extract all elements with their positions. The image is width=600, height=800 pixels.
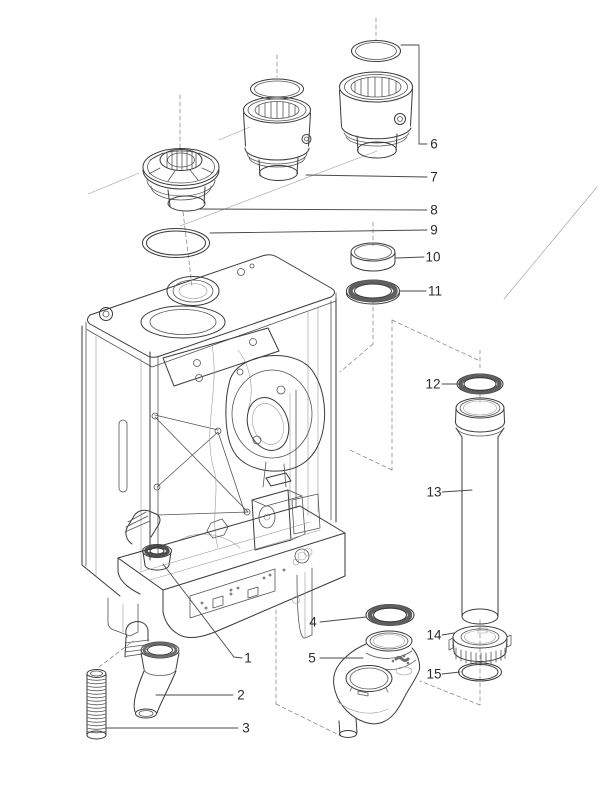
boiler-unit	[81, 254, 346, 639]
wiring-harness	[209, 344, 219, 549]
callout-number-13: 13	[426, 485, 441, 500]
hose-ribs	[86, 678, 107, 734]
siphon-cup	[345, 665, 393, 692]
clamp-screw	[394, 113, 406, 125]
adapter-grille	[258, 101, 296, 119]
callout-leader-6	[400, 44, 428, 145]
flue-opening	[166, 276, 220, 306]
sight-glass-slot	[118, 419, 128, 493]
part-2-drain-funnel	[124, 621, 180, 719]
callout-leader-13	[441, 489, 473, 493]
top-screw-boss	[99, 307, 113, 321]
tray-right-flap	[296, 567, 313, 639]
condensate-elbow	[124, 509, 161, 545]
callout-number-15: 15	[426, 667, 441, 682]
part-13-extension-pipe	[455, 397, 505, 625]
hex-fitting	[265, 472, 292, 487]
callout-number-5: 5	[308, 651, 316, 666]
adapter-grille	[166, 149, 197, 171]
brand-mark	[394, 656, 410, 662]
part-6-flue-adapter	[339, 40, 413, 159]
part-10-collar-ring	[350, 242, 396, 272]
valve-attachment	[291, 493, 321, 535]
adapter-grille	[354, 76, 397, 98]
callout-leader-4	[319, 616, 367, 623]
callout-number-1: 1	[244, 651, 252, 666]
part-12-seal-ring	[456, 373, 504, 395]
part-11-gasket	[346, 279, 400, 305]
callout-number-14: 14	[426, 628, 442, 643]
callout-number-7: 7	[430, 170, 438, 185]
base-tray	[107, 505, 346, 639]
clamp-screw	[301, 134, 312, 144]
callout-leader-8	[197, 208, 428, 211]
nut-tab	[448, 637, 454, 651]
siphon-connection-collar	[142, 544, 172, 571]
boiler-cabinet	[81, 297, 337, 597]
callout-leader-15	[441, 671, 461, 675]
callout-number-6: 6	[430, 137, 438, 152]
callout-leader-1	[162, 563, 243, 659]
callout-number-10: 10	[425, 250, 440, 265]
hex-bolt	[206, 518, 229, 539]
callout-leader-10	[395, 256, 425, 259]
button	[247, 586, 259, 599]
nut-ribs	[455, 647, 506, 666]
callout-leader-14	[441, 632, 455, 636]
construction-lines	[87, 17, 598, 737]
callout-number-9: 9	[430, 223, 438, 238]
callout-number-8: 8	[430, 203, 438, 218]
gas-valve	[179, 472, 321, 564]
callout-number-12: 12	[425, 377, 440, 392]
nut-tab	[506, 634, 512, 648]
callout-leader-7	[305, 174, 428, 178]
part-3-corrugated-hose	[86, 669, 107, 740]
callout-number-2: 2	[237, 688, 245, 703]
control-strip	[189, 568, 286, 619]
part-8-flue-adapter	[142, 148, 220, 212]
part-5-condensate-siphon	[333, 630, 421, 738]
air-opening	[140, 305, 226, 339]
heat-exchanger-truss	[151, 344, 252, 549]
callout-number-4: 4	[309, 615, 317, 630]
fan-blower	[225, 355, 326, 488]
boiler-top-panel	[85, 254, 337, 368]
callout-number-11: 11	[428, 284, 442, 299]
display-window	[212, 595, 224, 609]
callout-leader-9	[209, 229, 428, 234]
mounting-plate	[162, 327, 280, 387]
part-4-oring	[365, 604, 415, 626]
siphon-drain-stub	[339, 730, 357, 738]
part-7-flue-adapter	[243, 78, 312, 181]
left-foot	[107, 597, 139, 637]
callout-number-3: 3	[242, 721, 250, 736]
part-9-oring	[142, 228, 210, 258]
